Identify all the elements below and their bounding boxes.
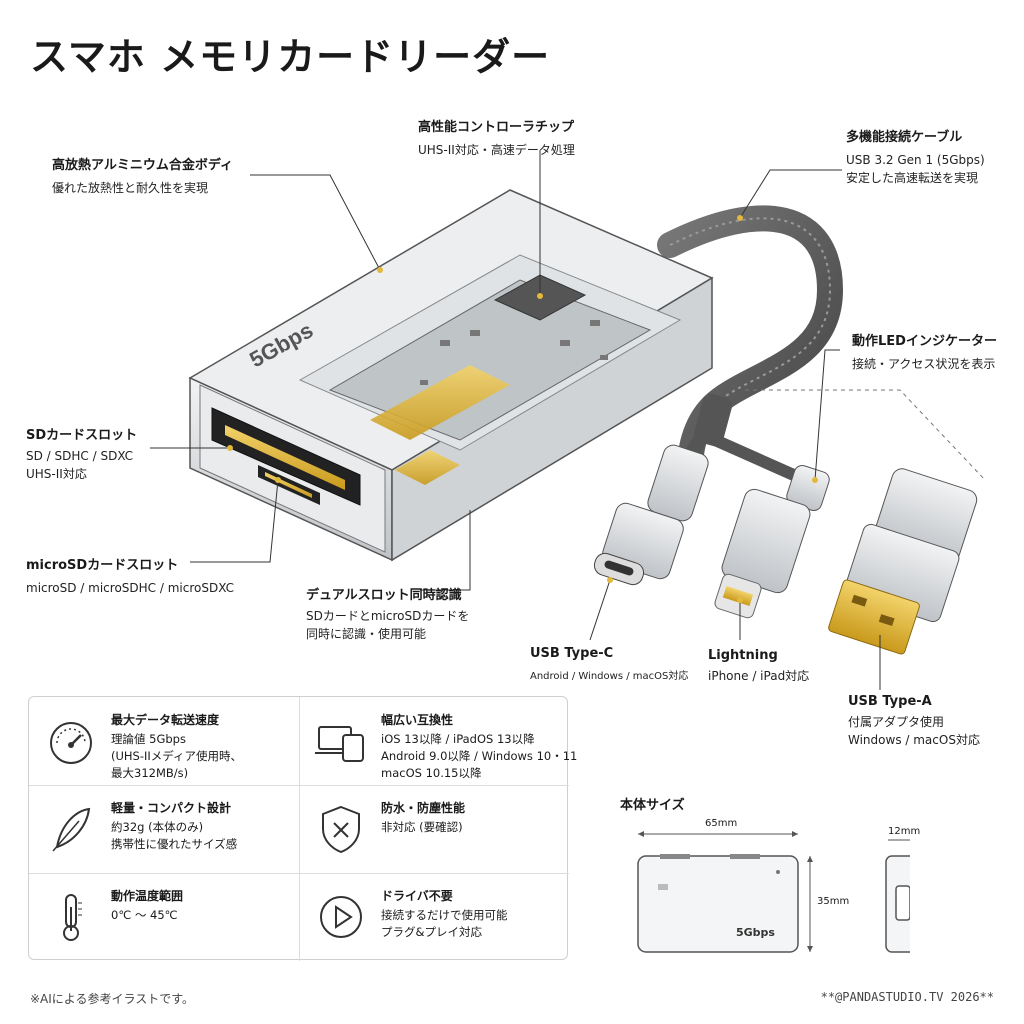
callout-microsd: microSDカードスロット microSD / microSDHC / mic… xyxy=(26,554,234,597)
spec-line: 非対応 (要確認) xyxy=(381,820,463,834)
spec-heading: 軽量・コンパクト設計 xyxy=(111,801,232,815)
spec-line: (UHS-IIメディア使用時、 xyxy=(111,749,242,763)
callout-chip: 高性能コントローラチップ UHS-II対応・高速データ処理 xyxy=(418,116,575,159)
spec-heading: 幅広い互換性 xyxy=(381,713,454,727)
dimension-depth: 12mm xyxy=(888,826,921,837)
spec-line: 0℃ 〜 45℃ xyxy=(111,908,178,922)
callout-body-text: 優れた放熱性と耐久性を実現 xyxy=(52,181,209,195)
spec-heading: 最大データ転送速度 xyxy=(111,713,220,727)
callout-microsd-heading: microSDカードスロット xyxy=(26,558,179,573)
callout-cable: 多機能接続ケーブル USB 3.2 Gen 1 (5Gbps) 安定した高速転送… xyxy=(846,126,985,187)
thermometer-icon xyxy=(63,894,82,941)
card-reader-illustration: 5Gbps xyxy=(150,150,986,690)
callout-cable-line-2: 安定した高速転送を実現 xyxy=(846,171,979,185)
callout-microsd-text: microSD / microSDHC / microSDXC xyxy=(26,581,234,595)
callout-usba: USB Type-A 付属アダプタ使用 Windows / macOS対応 xyxy=(848,694,980,749)
callout-body: 高放熱アルミニウム合金ボディ 優れた放熱性と耐久性を実現 xyxy=(52,154,233,197)
page-title: スマホ メモリカードリーダー xyxy=(30,35,551,79)
spec-heading: 動作温度範囲 xyxy=(111,889,184,903)
callout-sd: SDカードスロット SD / SDHC / SDXC UHS-II対応 xyxy=(26,424,137,483)
dimensions-heading: 本体サイズ xyxy=(620,798,685,813)
footer-disclaimer: ※AIによる参考イラストです。 xyxy=(30,992,195,1006)
spec-transfer-speed: 最大データ転送速度 理論値 5Gbps (UHS-IIメディア使用時、 最大31… xyxy=(29,697,299,785)
spec-line: Android 9.0以降 / Windows 10・11 xyxy=(381,749,578,763)
callout-lightning-text: iPhone / iPad対応 xyxy=(708,669,810,683)
spec-weight: 軽量・コンパクト設計 約32g (本体のみ) 携帯性に優れたサイズ感 xyxy=(29,785,299,873)
spec-line: macOS 10.15以降 xyxy=(381,766,482,780)
callout-sd-heading: SDカードスロット xyxy=(26,428,138,443)
usb-a-connector xyxy=(828,468,978,655)
spec-line: 最大312MB/s) xyxy=(111,766,189,780)
spec-line: iOS 13以降 / iPadOS 13以降 xyxy=(381,732,535,746)
callout-dual-line-2: 同時に認識・使用可能 xyxy=(306,627,427,641)
callout-led-heading: 動作LEDインジケーター xyxy=(852,334,997,349)
callout-body-heading: 高放熱アルミニウム合金ボディ xyxy=(52,158,233,173)
callout-lightning-heading: Lightning xyxy=(708,648,778,663)
dimension-height: 35mm xyxy=(817,896,850,907)
callout-dual-heading: デュアルスロット同時認識 xyxy=(306,588,462,603)
reader-body: 5Gbps xyxy=(188,189,714,562)
callout-led: 動作LEDインジケーター 接続・アクセス状況を表示 xyxy=(852,330,997,373)
shield-x-icon xyxy=(322,805,360,854)
spec-temperature: 動作温度範囲 0℃ 〜 45℃ xyxy=(29,873,299,961)
callout-sd-line-2: UHS-II対応 xyxy=(26,467,87,481)
feather-icon xyxy=(52,807,91,852)
sd-slot-contacts xyxy=(225,425,345,490)
spec-line: 携帯性に優れたサイズ感 xyxy=(111,837,238,851)
callout-usbc: USB Type-C Android / Windows / macOS対応 xyxy=(530,646,688,682)
spec-heading: ドライバ不要 xyxy=(381,889,453,903)
lightning-connector xyxy=(714,464,830,619)
spec-line: プラグ&プレイ対応 xyxy=(381,925,482,939)
spec-waterproof: 防水・防塵性能 非対応 (要確認) xyxy=(299,785,569,873)
callout-dual-line-1: SDカードとmicroSDカードを xyxy=(306,609,470,623)
callout-usba-line-1: 付属アダプタ使用 xyxy=(848,715,945,729)
callout-usbc-text: Android / Windows / macOS対応 xyxy=(530,671,689,682)
callout-chip-text: UHS-II対応・高速データ処理 xyxy=(418,143,575,157)
spec-table: 最大データ転送速度 理論値 5Gbps (UHS-IIメディア使用時、 最大31… xyxy=(28,696,577,961)
callout-usba-line-2: Windows / macOS対応 xyxy=(848,733,980,747)
spec-driver: ドライバ不要 接続するだけで使用可能 プラグ&プレイ対応 xyxy=(299,873,569,961)
spec-heading: 防水・防塵性能 xyxy=(381,801,466,815)
callout-lightning: Lightning iPhone / iPad対応 xyxy=(708,648,809,685)
callout-dual: デュアルスロット同時認識 SDカードとmicroSDカードを 同時に認識・使用可… xyxy=(306,584,469,643)
dimension-width: 65mm xyxy=(705,818,738,829)
play-icon xyxy=(320,896,362,938)
speedometer-icon xyxy=(50,722,92,764)
footer-credit: **@PANDASTUDIO.TV 2026** xyxy=(820,990,994,1004)
spec-compatibility: 幅広い互換性 iOS 13以降 / iPadOS 13以降 Android 9.… xyxy=(299,697,577,785)
spec-line: 約32g (本体のみ) xyxy=(111,820,204,834)
spec-line: 理論値 5Gbps xyxy=(111,732,186,746)
callout-cable-line-1: USB 3.2 Gen 1 (5Gbps) xyxy=(846,153,985,167)
callout-cable-heading: 多機能接続ケーブル xyxy=(846,130,963,145)
usb-c-connector xyxy=(593,444,709,586)
callout-led-text: 接続・アクセス状況を表示 xyxy=(852,357,996,371)
callout-usba-heading: USB Type-A xyxy=(848,694,932,709)
callout-usbc-heading: USB Type-C xyxy=(530,646,614,661)
devices-icon xyxy=(315,726,364,762)
dimension-device-label: 5Gbps xyxy=(736,926,775,939)
callout-sd-line-1: SD / SDHC / SDXC xyxy=(26,449,134,463)
dimensions-drawing xyxy=(637,831,910,953)
spec-line: 接続するだけで使用可能 xyxy=(381,908,508,922)
callout-chip-heading: 高性能コントローラチップ xyxy=(418,120,575,135)
